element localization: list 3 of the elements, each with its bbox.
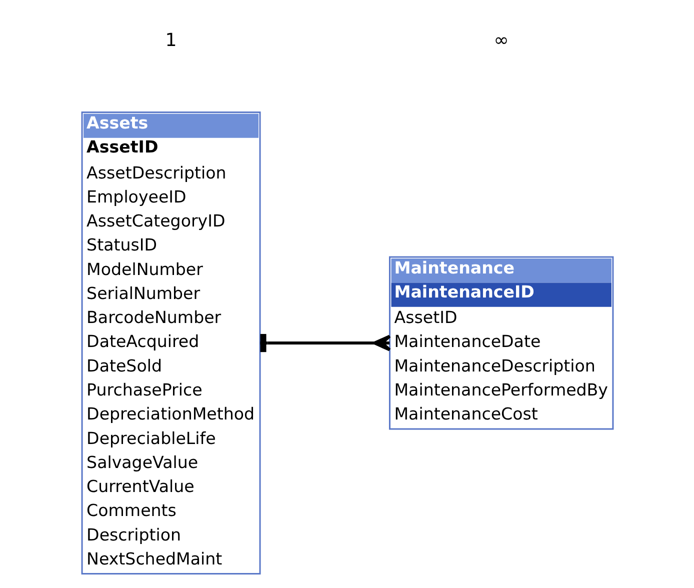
label: ∞ — [493, 30, 508, 52]
connector — [260, 334, 391, 352]
label: 1 — [164, 30, 176, 52]
